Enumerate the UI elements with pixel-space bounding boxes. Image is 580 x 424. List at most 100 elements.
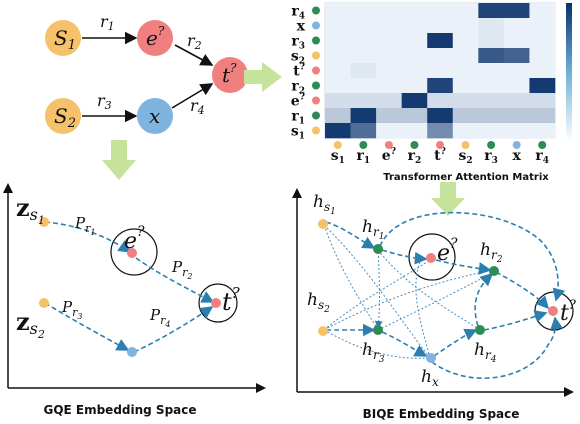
gqe-node-s1 xyxy=(39,217,49,227)
matrix-cell xyxy=(325,33,351,49)
matrix-col-label: r1 xyxy=(357,148,371,166)
matrix-cell xyxy=(478,93,505,109)
biqe-path-r1-t xyxy=(379,211,566,302)
matrix-cell xyxy=(401,93,428,109)
matrix-cell xyxy=(503,78,530,94)
biqe-label-hr3: hr3 xyxy=(362,340,385,365)
biqe-node-x xyxy=(426,353,436,363)
matrix-cell xyxy=(376,48,402,64)
gqe-label-p1: Pr1 xyxy=(74,214,95,237)
biqe-link-4 xyxy=(323,269,495,331)
matrix-cell xyxy=(427,18,454,34)
matrix-cell xyxy=(325,123,351,139)
matrix-cell xyxy=(350,123,377,139)
matrix-cell xyxy=(529,3,556,19)
matrix-cell xyxy=(503,108,530,124)
biqe-label-hs1: hs1 xyxy=(313,192,336,217)
matrix-col-label: s2 xyxy=(458,148,472,166)
biqe-path-r4-r2 xyxy=(474,272,494,327)
gqe-caption: GQE Embedding Space xyxy=(43,403,196,417)
matrix-col-label: r2 xyxy=(408,148,422,166)
gqe-label-p2: Pr2 xyxy=(171,258,192,281)
matrix-cell xyxy=(503,123,530,139)
biqe-node-e xyxy=(426,253,436,263)
matrix-cell xyxy=(427,48,454,64)
matrix-cell xyxy=(427,63,454,79)
biqe-node-r4 xyxy=(475,325,485,335)
matrix-cell xyxy=(529,108,556,124)
matrix-cell xyxy=(376,33,402,49)
matrix-cell xyxy=(452,78,479,94)
matrix-cell xyxy=(452,63,479,79)
matrix-cell xyxy=(350,48,377,64)
biqe-node-r2 xyxy=(489,266,499,276)
matrix-cell xyxy=(478,123,505,139)
biqe-caption: BIQE Embedding Space xyxy=(363,407,520,421)
flow-arrow-down-left xyxy=(102,140,136,180)
matrix-cell xyxy=(401,123,428,139)
matrix-cell xyxy=(401,3,428,19)
matrix-cell xyxy=(376,63,402,79)
biqe-path-x-r4 xyxy=(433,328,478,357)
biqe-path-r1-e xyxy=(381,249,428,265)
matrix-cell xyxy=(401,78,428,94)
biqe-link-8 xyxy=(377,249,481,331)
matrix-cell xyxy=(452,18,479,34)
gqe-label-z2: zs2 xyxy=(16,307,45,341)
gqe-label-z1: zs1 xyxy=(16,193,45,227)
query-graph: S1 e? S2 x t? r1 r2 r3 r4 xyxy=(45,12,248,134)
matrix-col-label: e? xyxy=(382,147,396,164)
matrix-col-dot xyxy=(359,141,368,149)
matrix-cell xyxy=(376,93,402,109)
matrix-cell xyxy=(350,78,377,94)
matrix-cell xyxy=(427,3,454,19)
matrix-col-dot xyxy=(487,141,496,149)
matrix-row-label: r3 xyxy=(291,34,305,52)
matrix-col-label: x xyxy=(512,148,521,164)
matrix-cell xyxy=(325,18,351,34)
biqe-link-2 xyxy=(323,224,431,359)
gqe-label-e: e? xyxy=(124,224,145,254)
node-t-label: t? xyxy=(222,61,237,87)
matrix-row-dot xyxy=(312,66,320,75)
biqe-label-hr4: hr4 xyxy=(474,340,497,365)
matrix-col-label: r3 xyxy=(484,148,498,166)
edge-r4 xyxy=(171,83,214,109)
matrix-row-label: x xyxy=(297,19,306,35)
matrix-row-label: r1 xyxy=(291,109,305,127)
edge-label-r1: r1 xyxy=(100,12,115,33)
biqe-space: hs1 hs2 hr1 hr2 hr3 hr4 hx e? t? BIQE Em… xyxy=(292,188,577,421)
matrix-cell xyxy=(503,48,530,64)
matrix-cell xyxy=(478,78,505,94)
matrix-cell xyxy=(452,3,479,19)
biqe-node-t xyxy=(548,306,558,316)
matrix-cell xyxy=(452,108,479,124)
matrix-col-dot xyxy=(538,141,547,149)
matrix-cell xyxy=(529,18,556,34)
matrix-cell xyxy=(452,123,479,139)
matrix-cell xyxy=(503,18,530,34)
matrix-cell xyxy=(503,3,530,19)
gqe-path-r2 xyxy=(135,257,215,303)
matrix-cell xyxy=(478,48,505,64)
matrix-cell xyxy=(529,33,556,49)
edge-label-r4: r4 xyxy=(190,96,205,117)
matrix-cell xyxy=(350,3,377,19)
matrix-cell xyxy=(529,93,556,109)
matrix-col-dot xyxy=(512,141,521,149)
matrix-cell xyxy=(503,63,530,79)
matrix-cell xyxy=(452,93,479,109)
gqe-node-x xyxy=(127,347,137,357)
biqe-label-hr2: hr2 xyxy=(480,240,503,265)
matrix-col-label: s1 xyxy=(331,148,345,166)
gqe-path-r4 xyxy=(133,306,214,353)
matrix-row-dot xyxy=(312,36,320,45)
matrix-cell xyxy=(529,78,556,94)
matrix-row-dot xyxy=(312,51,320,60)
matrix-cell xyxy=(350,33,377,49)
matrix-row-label: r2 xyxy=(291,79,305,97)
matrix-cell xyxy=(427,123,454,139)
matrix-col-dot xyxy=(333,141,342,149)
matrix-cell xyxy=(503,93,530,109)
